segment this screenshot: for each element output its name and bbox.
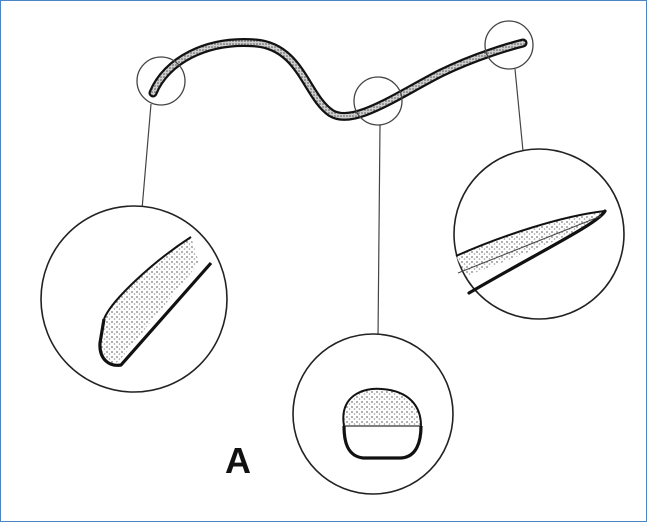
posterior-leader-line [515, 69, 523, 151]
specimen-body [153, 43, 523, 117]
panel-label: A [225, 443, 251, 479]
posterior-detail [454, 149, 624, 319]
anterior-leader-line [141, 104, 151, 221]
midbody-detail [293, 334, 453, 494]
midbody-leader-line [378, 125, 380, 338]
anterior-detail [41, 206, 227, 392]
